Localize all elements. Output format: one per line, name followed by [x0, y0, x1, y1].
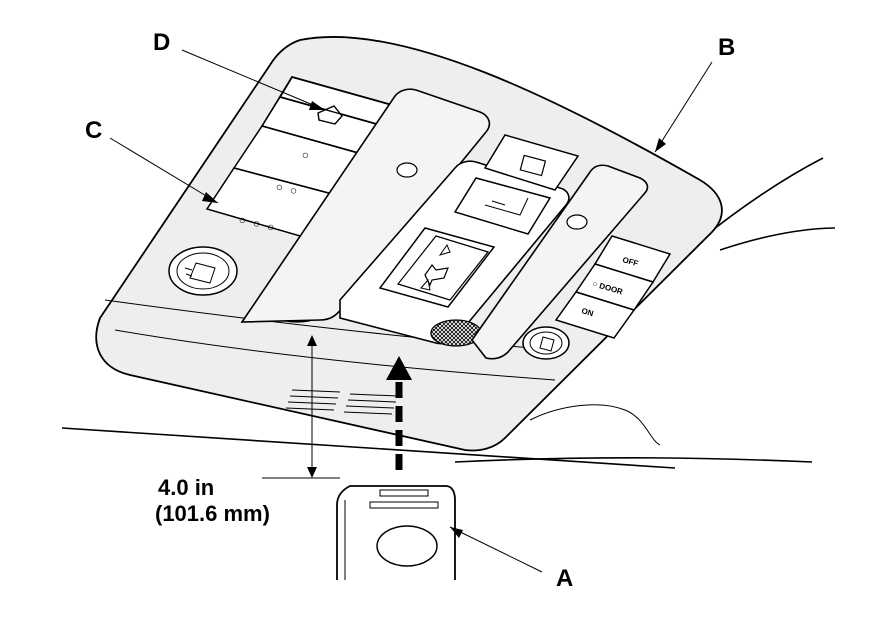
- memory-1-label: ○: [300, 147, 312, 163]
- sunroof-arrow-icon: [424, 263, 449, 287]
- right-indicator: [566, 214, 588, 230]
- callout-b: B: [718, 34, 735, 61]
- on-button[interactable]: ON: [554, 291, 636, 339]
- dimension-millimeters: (101.6 mm): [155, 501, 270, 526]
- sunroof-icon: [484, 197, 529, 216]
- center-indicator: [396, 162, 418, 178]
- sunroof-tilt-button[interactable]: [453, 177, 552, 235]
- distance-indicator: [262, 335, 412, 479]
- remote-button: [376, 525, 438, 567]
- callout-c: C: [85, 117, 102, 144]
- right-panel: [471, 164, 649, 360]
- off-label: OFF: [621, 255, 639, 268]
- remote-transmitter: [336, 485, 456, 580]
- callout-d: D: [153, 29, 170, 56]
- dome-light-switches: OFF ○ DOOR ON: [554, 235, 672, 339]
- on-label: ON: [580, 306, 594, 318]
- right-light-button[interactable]: [522, 326, 570, 360]
- door-icon: [317, 105, 343, 125]
- garage-icon: [519, 154, 547, 177]
- dimension-inches: 4.0 in: [158, 475, 214, 500]
- map-light-icon: [184, 262, 216, 284]
- callout-a: A: [556, 565, 573, 592]
- memory-2-label: ○ ○: [274, 179, 301, 198]
- left-light-button[interactable]: [168, 246, 238, 296]
- center-panel: [240, 88, 491, 323]
- homelink-button[interactable]: [483, 134, 580, 191]
- console-vent: [285, 389, 399, 415]
- callout-leaders: [109, 49, 713, 573]
- button-memory-2[interactable]: ○ ○: [274, 179, 301, 198]
- map-light-icon-right: [539, 336, 555, 352]
- sunroof-slide-switch[interactable]: [378, 227, 496, 308]
